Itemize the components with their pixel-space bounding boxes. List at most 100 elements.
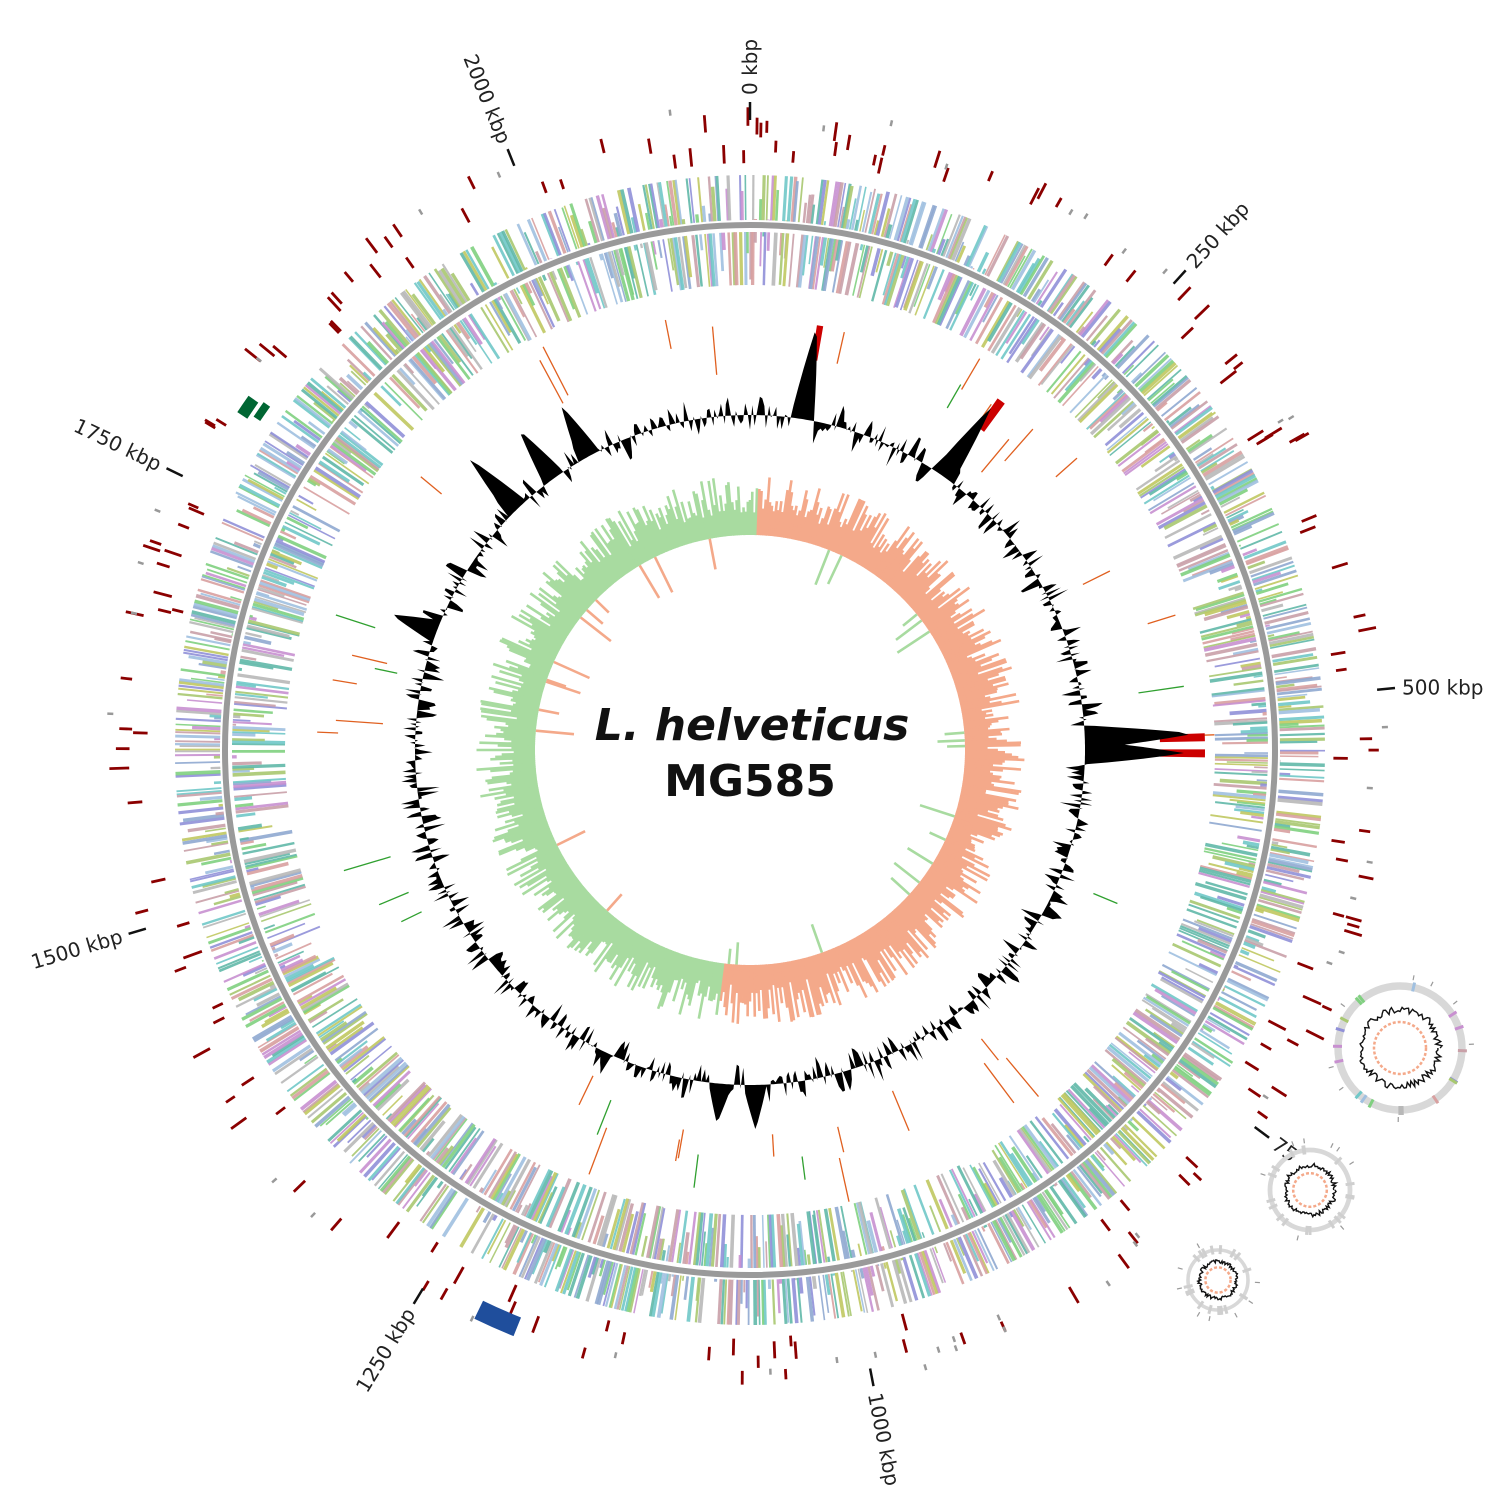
- cds-feature: [1204, 600, 1247, 617]
- cds-feature: [553, 208, 571, 252]
- cds-feature: [531, 279, 556, 328]
- cds-feature: [1145, 995, 1191, 1025]
- cds-feature: [276, 421, 315, 450]
- cds-feature: [447, 328, 469, 358]
- cds-feature: [284, 521, 333, 547]
- gc-skew-bar: [556, 571, 593, 606]
- cds-feature: [947, 216, 967, 260]
- cds-feature: [1174, 405, 1212, 434]
- cds-feature: [326, 385, 350, 406]
- cds-feature: [450, 1137, 478, 1174]
- cds-feature: [1214, 753, 1269, 758]
- cds-feature: [900, 255, 907, 269]
- tick-label: 1750 kbp: [70, 413, 165, 476]
- trna-feature: [542, 346, 569, 396]
- cds-feature: [303, 386, 340, 417]
- cds-feature: [533, 278, 545, 297]
- cds-feature: [1050, 354, 1086, 395]
- gc-skew-bar: [949, 659, 976, 673]
- cds-feature: [1212, 794, 1266, 802]
- gc-skew-bar: [584, 550, 614, 586]
- cds-feature: [648, 1271, 660, 1317]
- cds-feature: [1031, 1172, 1039, 1182]
- misc-feature: [835, 1356, 839, 1364]
- cds-feature: [965, 224, 988, 268]
- gc-skew-bar: [700, 960, 710, 994]
- cds-feature: [239, 836, 249, 841]
- gc-skew-bar: [938, 850, 968, 868]
- gc-skew-bar: [779, 962, 789, 1008]
- gc-skew-bar: [650, 520, 667, 553]
- gc-skew-bar: [529, 642, 557, 658]
- rna-feature: [1192, 1171, 1203, 1182]
- cds-feature: [411, 293, 437, 325]
- cds-feature: [934, 274, 959, 325]
- gc-skew-bar: [766, 964, 771, 990]
- cds-feature: [815, 1210, 826, 1263]
- cds-feature: [1086, 1068, 1127, 1108]
- cds-feature: [1015, 1207, 1040, 1248]
- cds-feature: [633, 244, 637, 251]
- cds-feature: [1019, 323, 1047, 360]
- cds-feature: [903, 1188, 923, 1240]
- cds-feature: [573, 1221, 582, 1239]
- gc-skew-bar: [573, 896, 595, 916]
- tick-mark: [1172, 269, 1187, 285]
- cds-feature: [1268, 858, 1313, 872]
- cds-feature: [1149, 485, 1197, 515]
- gc-skew-bar: [931, 862, 981, 895]
- cds-feature: [281, 415, 320, 444]
- cds-feature: [1180, 1056, 1219, 1086]
- cds-feature: [416, 1106, 452, 1149]
- cds-feature: [252, 506, 275, 519]
- rna-feature: [702, 115, 707, 133]
- gc-skew-bar: [510, 826, 550, 844]
- cds-feature: [1274, 823, 1291, 829]
- cds-feature: [1080, 300, 1112, 339]
- cds-feature: [1276, 683, 1295, 689]
- cds-feature: [451, 1130, 485, 1176]
- cds-feature: [875, 191, 890, 236]
- trna-feature: [317, 731, 339, 734]
- gc-skew-bar: [584, 917, 617, 957]
- cds-feature: [612, 1198, 630, 1251]
- cds-feature: [239, 661, 274, 670]
- gc-skew-bar: [495, 754, 536, 759]
- cds-feature: [1279, 755, 1319, 758]
- gc-skew-bar: [879, 549, 905, 581]
- cds-feature: [1023, 1124, 1058, 1169]
- cds-feature: [879, 1206, 893, 1249]
- cds-feature: [899, 259, 919, 311]
- cds-feature: [1101, 372, 1107, 378]
- cds-feature: [503, 292, 532, 341]
- cds-feature: [1044, 1188, 1064, 1216]
- gc-skew-bar: [697, 960, 708, 996]
- tick-mark: [868, 1368, 875, 1387]
- cds-feature: [299, 1049, 315, 1062]
- cds-feature: [368, 1064, 409, 1102]
- cds-feature: [854, 219, 859, 231]
- cds-feature: [201, 856, 232, 866]
- cds-feature: [569, 214, 585, 248]
- cds-feature: [232, 738, 265, 742]
- cds-feature: [498, 231, 522, 274]
- cds-feature: [404, 362, 415, 374]
- cds-feature: [233, 541, 259, 554]
- rna-feature: [164, 548, 182, 558]
- cds-feature: [244, 852, 291, 866]
- rna-feature: [230, 1116, 248, 1130]
- gc-skew-bar: [727, 482, 734, 536]
- cds-feature: [1022, 257, 1049, 298]
- cds-feature: [1169, 1071, 1179, 1080]
- cds-feature: [1248, 556, 1293, 575]
- cds-feature: [1230, 632, 1256, 642]
- cds-feature: [862, 1267, 875, 1312]
- cds-feature: [244, 924, 251, 929]
- cds-feature: [296, 974, 345, 1003]
- gc-skew-bar: [814, 549, 831, 586]
- cds-feature: [1203, 634, 1256, 649]
- cds-feature: [1093, 339, 1101, 348]
- cds-feature: [411, 355, 438, 385]
- cds-feature: [614, 1198, 632, 1251]
- cds-feature: [252, 542, 261, 549]
